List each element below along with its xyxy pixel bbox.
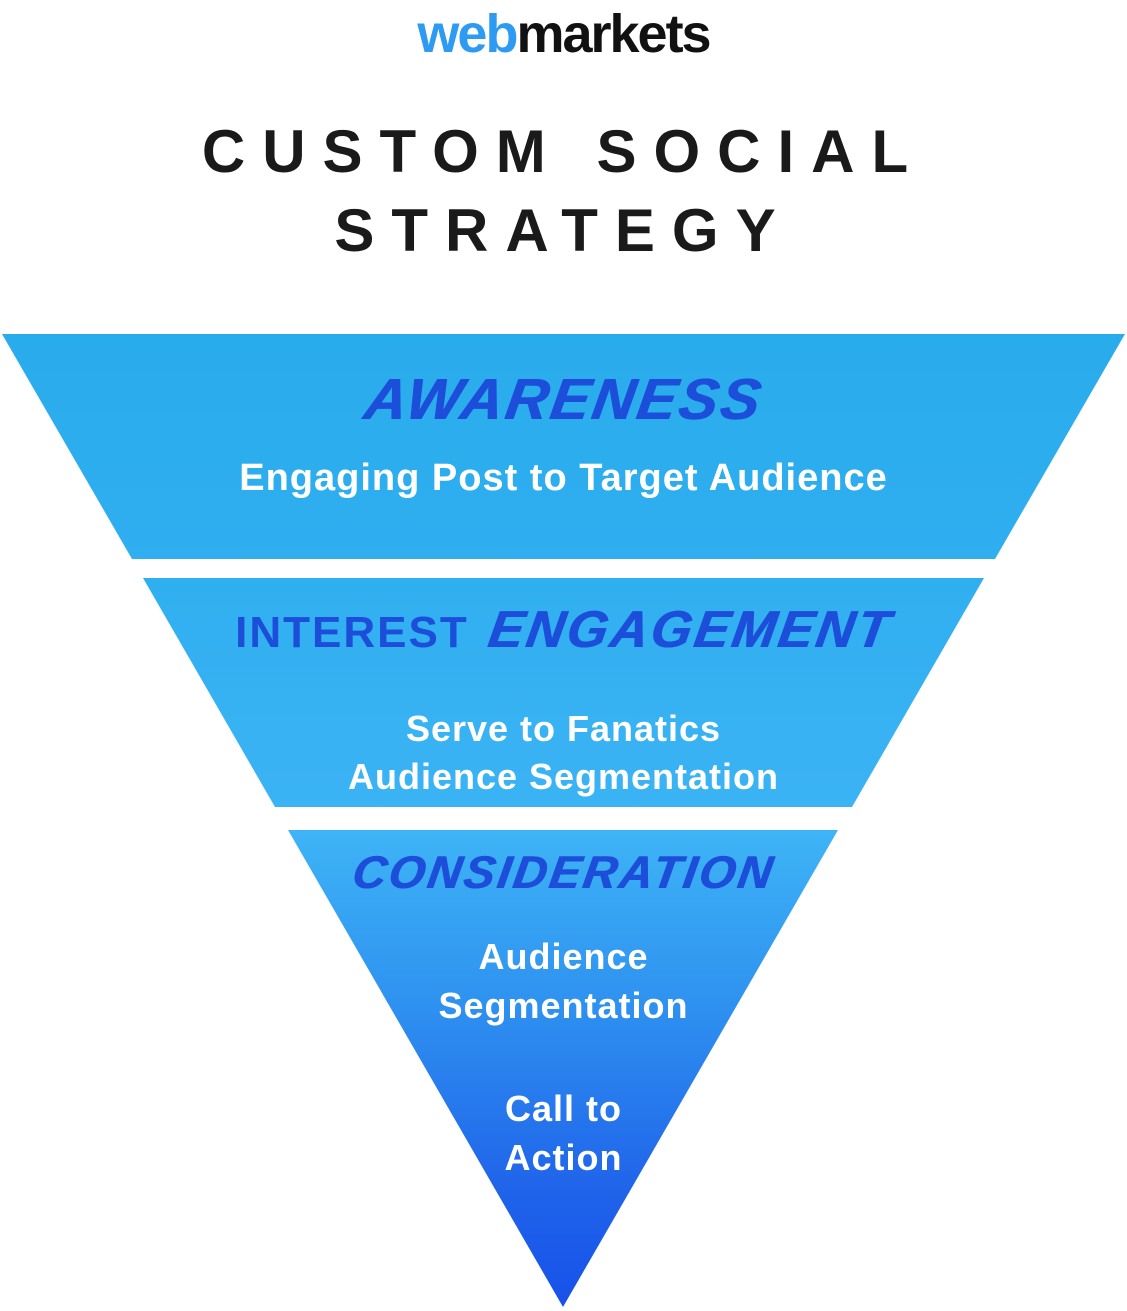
call-to-action-text: Call to Action — [288, 1084, 838, 1182]
page-title-line-1: CUSTOM SOCIAL — [201, 118, 926, 185]
interest-engagement-heading: INTEREST ENGAGEMENT — [143, 598, 984, 675]
awareness-heading: AWARENESS — [359, 367, 768, 432]
cta-line-1: Call to — [504, 1088, 622, 1129]
interest-engagement-body: Serve to Fanatics Audience Segmentation — [143, 705, 984, 801]
awareness-body: Engaging Post to Target Audience — [2, 456, 1125, 500]
page-title-line-2: STRATEGY — [334, 197, 793, 264]
engagement-heading-text: ENGAGEMENT — [484, 601, 897, 659]
interest-body-line-2: Audience Segmentation — [347, 756, 780, 797]
interest-heading-text: INTEREST — [235, 608, 469, 657]
logo-web-part: web — [417, 4, 518, 64]
consideration-body-line-1: Audience — [478, 936, 649, 977]
funnel-tier-consideration: CONSIDERATION Audience Segmentation Call… — [288, 830, 838, 1307]
interest-body-line-1: Serve to Fanatics — [405, 708, 722, 749]
logo-markets-part: markets — [516, 4, 711, 64]
consideration-heading: CONSIDERATION — [348, 846, 779, 898]
logo: webmarkets — [0, 4, 1127, 64]
awareness-body-line: Engaging Post to Target Audience — [239, 457, 888, 499]
consideration-body: Audience Segmentation — [288, 932, 838, 1030]
page-title: CUSTOM SOCIAL STRATEGY — [0, 112, 1127, 270]
consideration-body-line-2: Segmentation — [438, 985, 689, 1026]
funnel-tier-interest-engagement: INTEREST ENGAGEMENT Serve to Fanatics Au… — [143, 578, 984, 807]
funnel-tier-awareness: AWARENESS Engaging Post to Target Audien… — [2, 334, 1125, 559]
cta-line-2: Action — [504, 1137, 623, 1178]
